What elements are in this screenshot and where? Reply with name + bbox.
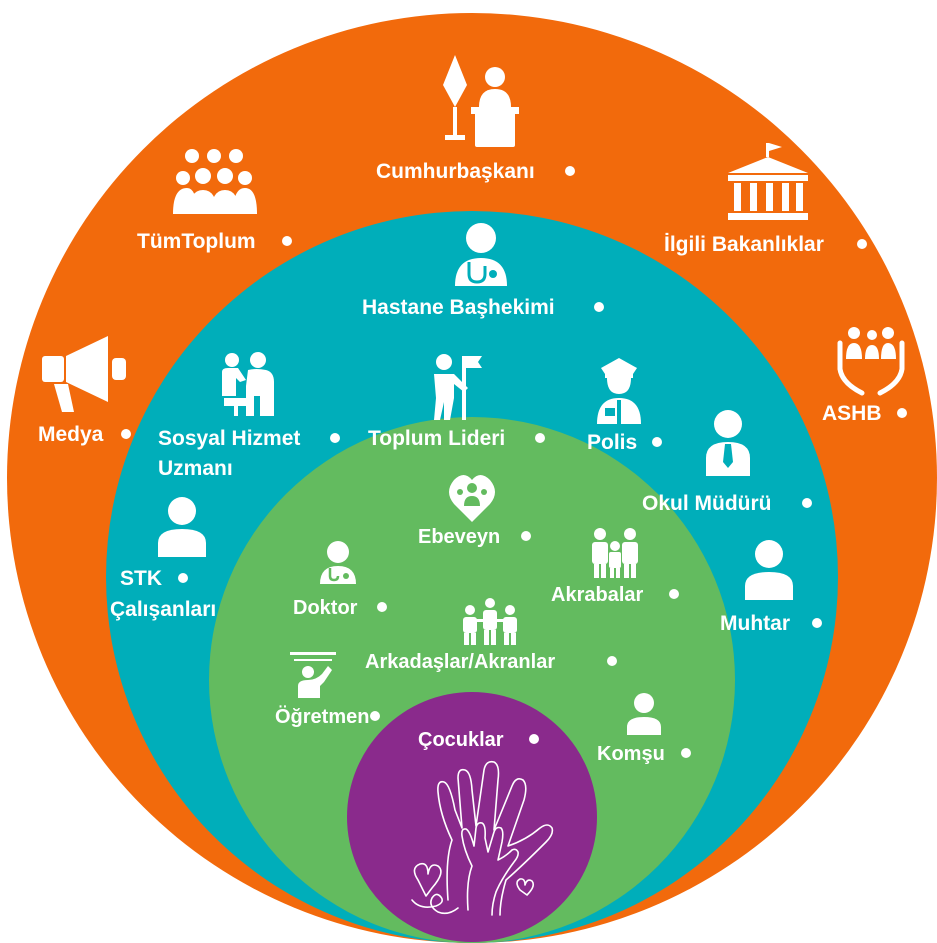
friends-group-icon [463, 598, 517, 645]
person-icon [745, 540, 793, 600]
label-chief-physician: Hastane Başhekimi [362, 296, 555, 319]
bullet-relatives [669, 589, 679, 599]
bullet-media [121, 429, 131, 439]
bullet-children [529, 734, 539, 744]
bullet-principal [802, 498, 812, 508]
person-icon [158, 497, 206, 557]
bullet-ashb [897, 408, 907, 418]
teacher-board-icon [290, 652, 336, 698]
label-headman: Muhtar [720, 612, 790, 635]
label-ashb: ASHB [822, 402, 882, 425]
leader-with-flag-icon [434, 354, 482, 420]
bullet-parent [521, 531, 531, 541]
doctor-icon [320, 541, 356, 584]
megaphone-icon [42, 336, 126, 412]
family-group-icon [592, 528, 638, 578]
bullet-police [652, 437, 662, 447]
bullet-friends [607, 656, 617, 666]
podium-speaker-icon [443, 55, 519, 147]
label-neighbor: Komşu [597, 743, 665, 765]
person-with-tie-icon [706, 410, 750, 476]
bullet-neighbor [681, 748, 691, 758]
bullet-ngo [178, 573, 188, 583]
doctor-stethoscope-icon [455, 223, 507, 286]
police-officer-icon [597, 358, 641, 424]
label-society: TümToplum [137, 230, 256, 253]
bullet-headman [812, 618, 822, 628]
label-friends: Arkadaşlar/Akranlar [365, 651, 555, 673]
bullet-teacher [370, 711, 380, 721]
label-children: Çocuklar [418, 729, 504, 751]
bullet-chief-physician [594, 302, 604, 312]
government-building-icon [728, 143, 808, 220]
bullet-doctor [377, 602, 387, 612]
bullet-social-worker [330, 433, 340, 443]
label-teacher: Öğretmen [275, 705, 369, 728]
label-principal: Okul Müdürü [642, 492, 772, 515]
family-in-hands-icon [837, 327, 905, 396]
crowd-icon [173, 149, 257, 214]
bullet-society [282, 236, 292, 246]
person-icon [627, 693, 661, 735]
bullet-community-leader [535, 433, 545, 443]
label-ngo-1: STK [120, 567, 162, 590]
label-media: Medya [38, 423, 104, 446]
label-parent: Ebeveyn [418, 526, 500, 548]
label-relatives: Akrabalar [551, 584, 643, 606]
bullet-president [565, 166, 575, 176]
hands-line-art-icon [411, 760, 554, 916]
label-community-leader: Toplum Lideri [368, 427, 505, 450]
label-ministries: İlgili Bakanlıklar [664, 233, 824, 256]
social-worker-helping-icon [222, 352, 274, 416]
label-doctor: Doktor [293, 597, 358, 619]
label-president: Cumhurbaşkanı [376, 160, 535, 183]
parent-child-heart-icon [449, 475, 495, 522]
label-police: Polis [587, 431, 637, 454]
bullet-ministries [857, 239, 867, 249]
core-ring [347, 692, 597, 942]
label-social-worker-2: Uzmanı [158, 457, 233, 480]
label-social-worker-1: Sosyal Hizmet [158, 427, 300, 450]
label-ngo-2: Çalışanları [110, 598, 216, 621]
